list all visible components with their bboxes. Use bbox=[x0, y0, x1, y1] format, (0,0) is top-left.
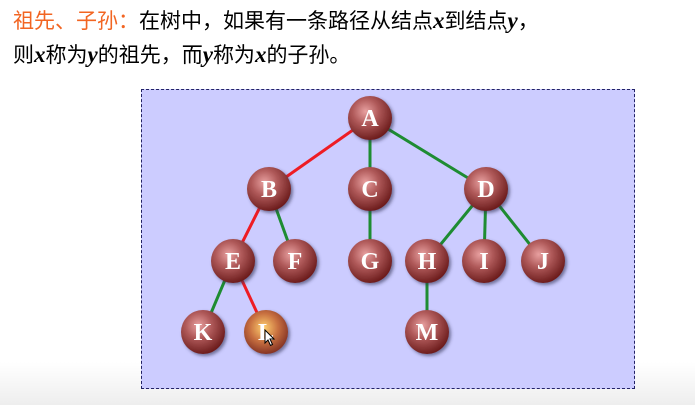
tree-node-h: H bbox=[405, 239, 449, 283]
definition-text-part: 的子孙。 bbox=[266, 43, 351, 67]
tree-node-circle bbox=[181, 310, 225, 354]
variable-y: y bbox=[202, 42, 213, 67]
tree-node-label: A bbox=[361, 106, 379, 132]
tree-node-circle bbox=[273, 239, 317, 283]
tree-node-circle bbox=[405, 310, 449, 354]
tree-node-label: G bbox=[361, 249, 380, 275]
tree-node-circle bbox=[405, 239, 449, 283]
tree-node-circle bbox=[348, 96, 392, 140]
tree-node-m: M bbox=[405, 310, 449, 354]
tree-node-k: K bbox=[181, 310, 225, 354]
variable-y: y bbox=[87, 42, 98, 67]
definition-text-part: 的祖先，而 bbox=[97, 43, 203, 67]
tree-node-j: J bbox=[521, 239, 565, 283]
tree-node-a: A bbox=[348, 96, 392, 140]
tree-node-label: C bbox=[361, 177, 378, 203]
tree-node-circle bbox=[348, 239, 392, 283]
tree-node-circle bbox=[348, 167, 392, 211]
tree-node-label: J bbox=[537, 249, 549, 275]
tree-node-d: D bbox=[464, 167, 508, 211]
tree-node-circle bbox=[247, 167, 291, 211]
variable-x: x bbox=[433, 8, 445, 33]
tree-node-label: H bbox=[418, 249, 437, 275]
mouse-cursor-icon bbox=[264, 329, 276, 347]
tree-node-c: C bbox=[348, 167, 392, 211]
tree-edge-a-d bbox=[369, 116, 487, 191]
definition-text-part: 称为 bbox=[45, 43, 88, 67]
variable-x: x bbox=[34, 42, 46, 67]
definition-text-part: 称为 bbox=[212, 43, 255, 67]
definition-text-part: 在树中，如果有一条路径从结点 bbox=[139, 9, 433, 33]
tree-node-b: B bbox=[247, 167, 291, 211]
tree-node-label: K bbox=[194, 320, 213, 346]
definition-text-part: 到结点 bbox=[444, 9, 508, 33]
tree-node-circle bbox=[462, 239, 506, 283]
tree-node-e: E bbox=[211, 239, 255, 283]
tree-node-label: M bbox=[416, 320, 439, 346]
tree-node-label: F bbox=[288, 249, 303, 275]
tree-node-g: G bbox=[348, 239, 392, 283]
tree-node-label: B bbox=[261, 177, 277, 203]
tree-node-label: D bbox=[477, 177, 494, 203]
tree-node-i: I bbox=[462, 239, 506, 283]
definition-text: 祖先、子孙：在树中，如果有一条路径从结点x到结点y，则x称为y的祖先，而y称为x… bbox=[13, 4, 683, 72]
variable-x: x bbox=[254, 42, 267, 67]
tree-node-circle bbox=[521, 239, 565, 283]
definition-text-part: ， bbox=[517, 9, 539, 33]
definition-text-part: 则 bbox=[13, 43, 34, 67]
definition-term: 祖先、子孙： bbox=[13, 9, 139, 33]
tree-node-circle bbox=[464, 167, 508, 211]
tree-node-circle bbox=[211, 239, 255, 283]
variable-y: y bbox=[507, 8, 518, 33]
tree-node-label: I bbox=[479, 249, 488, 275]
tree-node-label: E bbox=[225, 249, 241, 275]
tree-node-f: F bbox=[273, 239, 317, 283]
